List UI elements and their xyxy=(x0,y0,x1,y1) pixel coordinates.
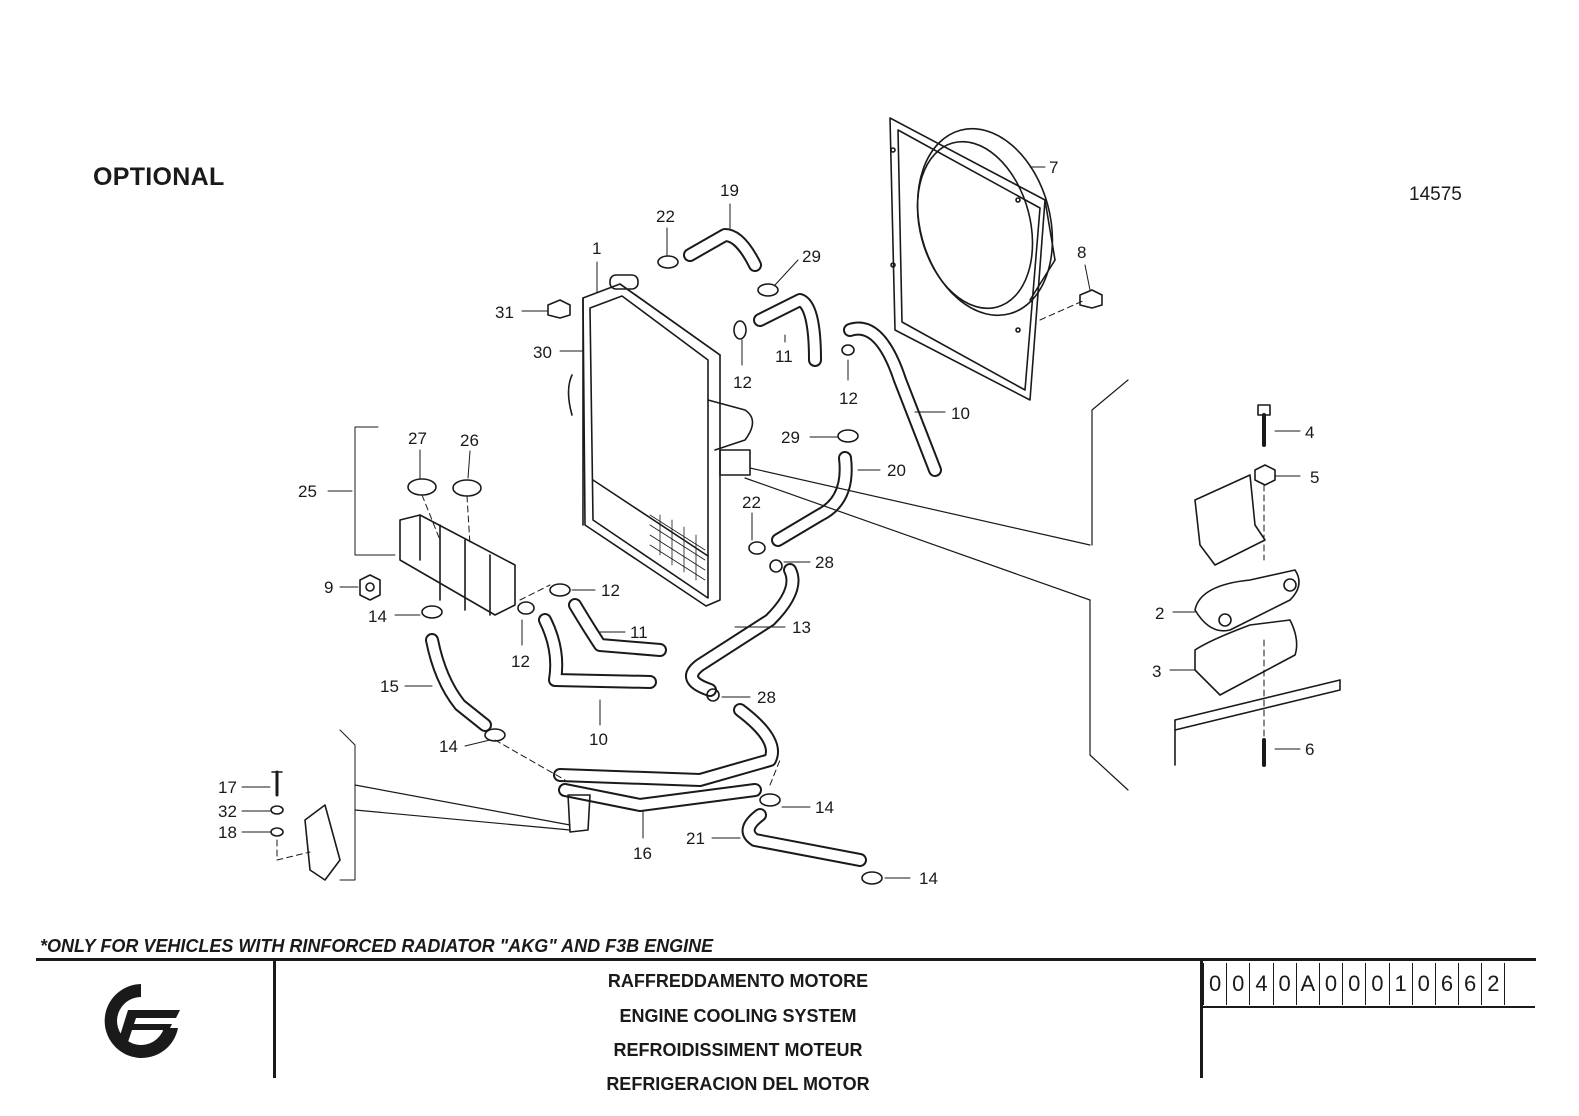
brand-logo-icon xyxy=(104,984,180,1058)
code-digit: A xyxy=(1297,963,1320,1005)
callout-14-bottom: 14 xyxy=(919,869,938,888)
reference-lines xyxy=(354,379,1129,831)
callout-8: 8 xyxy=(1077,243,1086,262)
callout-22-mid: 22 xyxy=(742,493,761,512)
lower-bracket-part xyxy=(270,729,591,881)
callout-4: 4 xyxy=(1305,423,1314,442)
code-box-rule xyxy=(1203,1006,1535,1008)
radiator-part xyxy=(567,274,754,607)
code-digit: 0 xyxy=(1343,963,1367,1005)
callout-30: 30 xyxy=(533,343,552,362)
callout-7: 7 xyxy=(1049,158,1058,177)
callout-2: 2 xyxy=(1155,604,1164,623)
callout-12-tank: 12 xyxy=(601,581,620,600)
code-digit: 6 xyxy=(1459,963,1483,1005)
parts-diagram: 1 19 22 29 31 30 11 12 12 7 8 10 29 20 2… xyxy=(218,117,1341,888)
callout-14-low: 14 xyxy=(439,737,458,756)
code-digit: 2 xyxy=(1482,963,1506,1005)
code-digit: 0 xyxy=(1413,963,1436,1005)
title-block-divider xyxy=(273,961,276,1078)
callout-31: 31 xyxy=(495,303,514,322)
callout-14-right: 14 xyxy=(815,798,834,817)
callout-17: 17 xyxy=(218,778,237,797)
part-code: 0 0 4 0 A 0 0 0 1 0 6 6 2 xyxy=(1203,963,1506,1005)
fasteners xyxy=(359,289,1103,601)
callout-10-low: 10 xyxy=(589,730,608,749)
code-digit: 1 xyxy=(1390,963,1413,1005)
callout-13: 13 xyxy=(792,618,811,637)
optional-label: OPTIONAL xyxy=(93,163,225,191)
code-digit: 0 xyxy=(1320,963,1344,1005)
title-block-divider xyxy=(1200,961,1203,1078)
code-digit: 0 xyxy=(1274,963,1297,1005)
callout-29-top: 29 xyxy=(802,247,821,266)
footnote: *ONLY FOR VEHICLES WITH RINFORCED RADIAT… xyxy=(40,936,714,956)
expansion-tank-part xyxy=(354,426,516,616)
callout-32: 32 xyxy=(218,802,237,821)
callout-16: 16 xyxy=(633,844,652,863)
title-english: ENGINE COOLING SYSTEM xyxy=(619,1006,857,1026)
callout-12-hose: 12 xyxy=(839,389,858,408)
callout-27: 27 xyxy=(408,429,427,448)
code-digit: 0 xyxy=(1203,963,1228,1005)
code-digit: 0 xyxy=(1366,963,1390,1005)
callout-5: 5 xyxy=(1310,468,1319,487)
callout-25: 25 xyxy=(298,482,317,501)
callout-11-low: 11 xyxy=(630,623,648,642)
title-spanish: REFRIGERACION DEL MOTOR xyxy=(606,1074,870,1094)
assembly-lines xyxy=(276,299,1265,861)
callout-18: 18 xyxy=(218,823,237,842)
callout-19: 19 xyxy=(720,181,739,200)
callout-22-top: 22 xyxy=(656,207,675,226)
callout-20: 20 xyxy=(887,461,906,480)
callout-11-top: 11 xyxy=(775,347,793,366)
callout-1: 1 xyxy=(592,239,601,258)
callout-28-low: 28 xyxy=(757,688,776,707)
hose-clamps xyxy=(421,255,883,885)
callout-15: 15 xyxy=(380,677,399,696)
callout-10-top: 10 xyxy=(951,404,970,423)
callout-28-top: 28 xyxy=(815,553,834,572)
callout-6: 6 xyxy=(1305,740,1314,759)
callout-14-tank: 14 xyxy=(368,607,387,626)
callout-26: 26 xyxy=(460,431,479,450)
engine-mount-part xyxy=(1174,404,1341,767)
code-digit: 6 xyxy=(1436,963,1460,1005)
callout-12-radiator: 12 xyxy=(733,373,752,392)
callout-21: 21 xyxy=(686,829,705,848)
callout-labels: 1 19 22 29 31 30 11 12 12 7 8 10 29 20 2… xyxy=(218,158,1319,888)
callout-29-mid: 29 xyxy=(781,428,800,447)
code-digit: 0 xyxy=(1227,963,1251,1005)
fan-shroud-part xyxy=(889,117,1056,401)
title-french: REFROIDISSIMENT MOTEUR xyxy=(613,1040,863,1060)
callout-3: 3 xyxy=(1152,662,1161,681)
callout-9: 9 xyxy=(324,578,333,597)
leader-lines xyxy=(241,166,1301,879)
title-block-rule xyxy=(36,958,1536,961)
callout-12-low: 12 xyxy=(511,652,530,671)
code-digit: 4 xyxy=(1250,963,1274,1005)
title-italian: RAFFREDDAMENTO MOTORE xyxy=(607,971,869,991)
drawing-number: 14575 xyxy=(1409,184,1462,205)
